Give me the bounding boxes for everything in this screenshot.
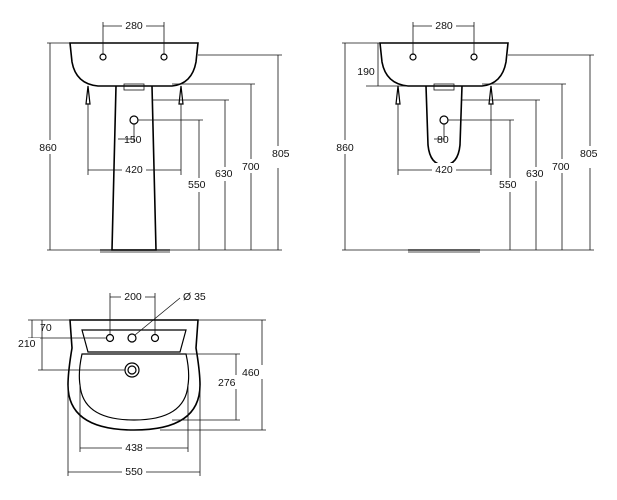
front-waste-outlet xyxy=(129,115,139,125)
semi-tap-spacing-label: 280 xyxy=(435,20,453,32)
plan-bowl xyxy=(78,353,190,421)
front-pedestal-width-label: 420 xyxy=(125,164,143,176)
plan-waste-inner xyxy=(127,365,137,375)
plan-overall-depth-label: 460 xyxy=(242,367,260,379)
front-fixing-right xyxy=(178,85,184,105)
plan-tap-hole-center xyxy=(127,333,137,343)
plan-tap-spacing-label: 200 xyxy=(124,291,142,303)
semi-overall-height-label: 860 xyxy=(336,142,354,154)
front-trap-top xyxy=(123,83,145,91)
front-basin-outline xyxy=(69,42,199,87)
plan-tap-hole-diameter-label: Ø 35 xyxy=(183,291,206,303)
semi-height-550-label: 550 xyxy=(499,179,517,191)
front-height-630-label: 630 xyxy=(215,168,233,180)
plan-tap-deck xyxy=(81,329,187,353)
plan-outer-outline xyxy=(67,319,201,431)
front-overall-height-label: 860 xyxy=(39,142,57,154)
semi-fixing-left xyxy=(395,85,401,105)
front-waste-offset-label: 150 xyxy=(124,134,142,146)
semi-waste-outlet xyxy=(439,115,449,125)
plan-rear-to-taps-label: 70 xyxy=(40,322,52,334)
semi-waste-offset-label: 80 xyxy=(437,134,449,146)
semi-bowl-depth-label: 190 xyxy=(357,66,375,78)
plan-overall-width-label: 550 xyxy=(125,466,143,478)
plan-bowl-width-label: 438 xyxy=(125,442,143,454)
plan-waste-outer xyxy=(124,362,140,378)
front-height-700-label: 700 xyxy=(242,161,260,173)
plan-view: 200 Ø 35 70 210 276 460 438 xyxy=(18,290,266,478)
plan-rear-to-waste-label: 210 xyxy=(18,338,36,350)
plan-bowl-depth-label: 276 xyxy=(218,377,236,389)
semi-height-630-label: 630 xyxy=(526,168,544,180)
front-fixing-left xyxy=(85,85,91,105)
front-height-805-label: 805 xyxy=(272,148,290,160)
semi-fixing-right xyxy=(488,85,494,105)
semi-height-805-label: 805 xyxy=(580,148,598,160)
front-tap-spacing-label: 280 xyxy=(125,20,143,32)
plan-tap-hole-left xyxy=(105,333,115,343)
semi-pedestal-view: 280 860 190 805 700 630 550 xyxy=(332,18,598,253)
plan-tap-hole-right xyxy=(150,333,160,343)
semi-basin-outline xyxy=(379,42,509,87)
semi-fixing-width-label: 420 xyxy=(435,164,453,176)
semi-height-700-label: 700 xyxy=(552,161,570,173)
front-view: 280 860 805 700 630 550 150 xyxy=(36,18,290,253)
front-height-550-label: 550 xyxy=(188,179,206,191)
